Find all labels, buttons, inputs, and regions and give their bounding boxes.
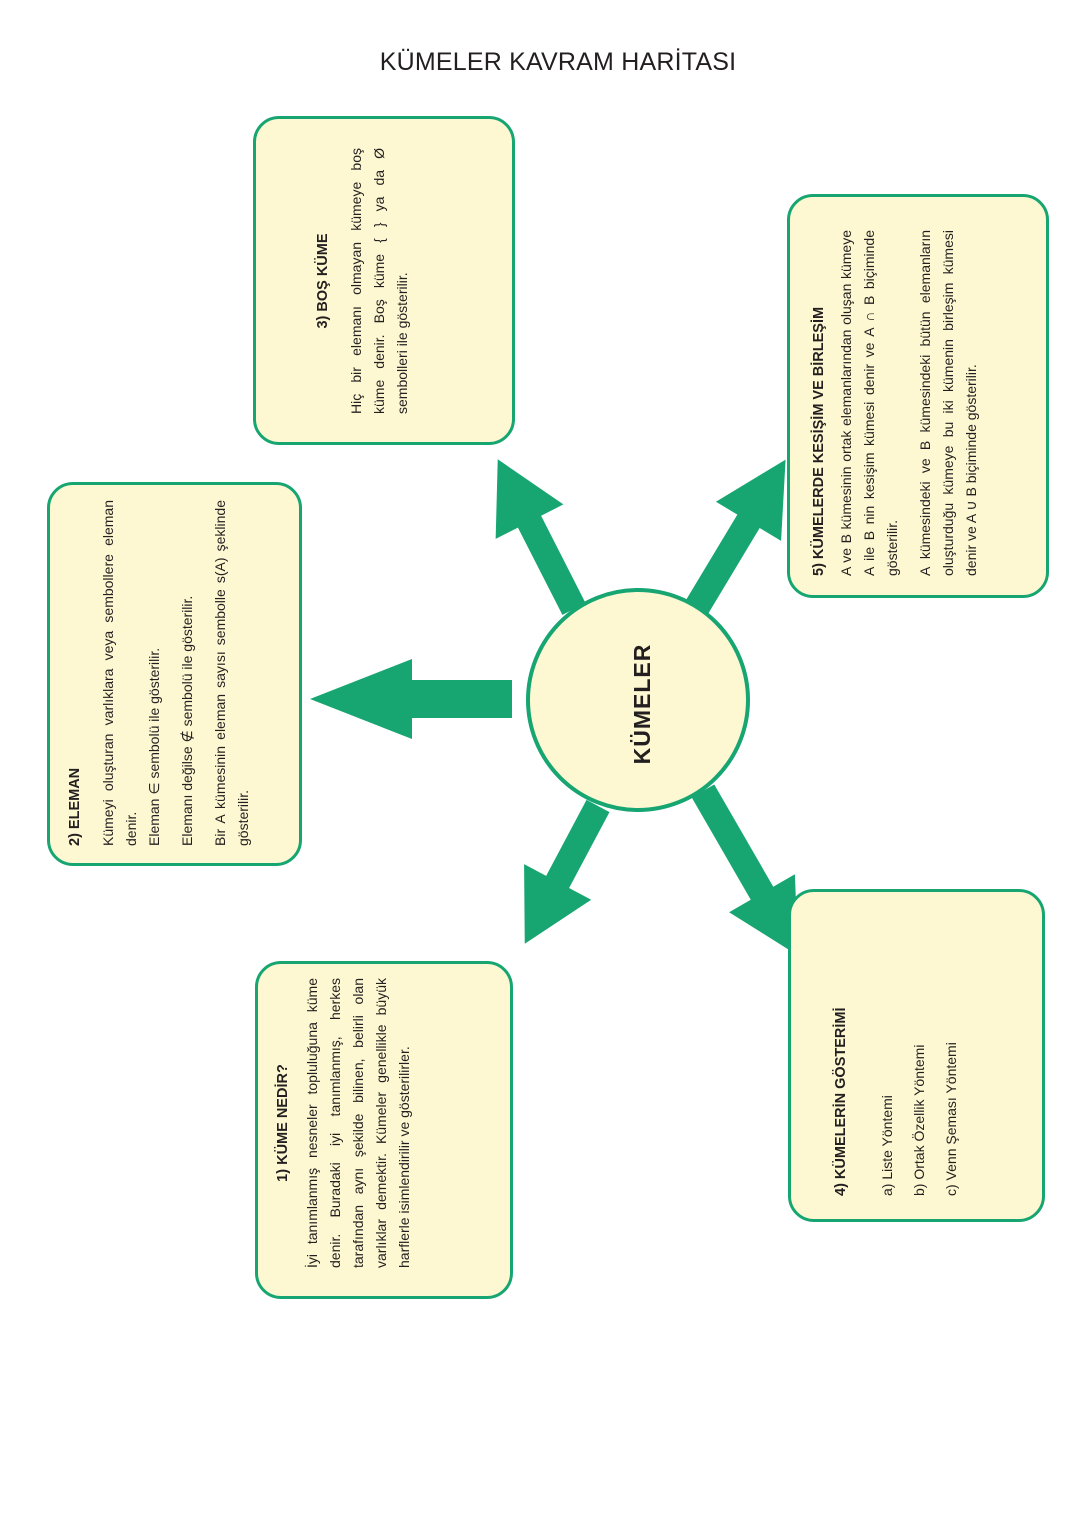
arrow-to-gosterim <box>691 784 798 956</box>
bos-kume-heading: 3) BOŞ KÜME <box>315 233 331 329</box>
box-eleman <box>47 482 302 866</box>
center-circle <box>526 588 750 812</box>
bos-kume-text: Hiç bir elemanı olmayan kümeye boş küme … <box>348 148 410 414</box>
box-eleman-content: 2) ELEMAN Kümeyi oluşturan varlıklara ve… <box>64 500 255 846</box>
page-title: KÜMELER KAVRAM HARİTASI <box>379 48 737 76</box>
kesisim-text-2: A kümesindeki ve B kümesindeki bütün ele… <box>917 230 979 576</box>
eleman-text-2: Eleman ∈ sembolü ile gösterilir. <box>146 647 162 846</box>
kume-nedir-text: İyi tanımlanmış nesneler topluluğuna küm… <box>304 978 412 1268</box>
kesisim-text-1: A ve B kümesinin ortak elemanlarından ol… <box>838 230 900 576</box>
box-gosterim-content: 4) KÜMELERİN GÖSTERİMİ a) Liste Yöntemi … <box>830 906 967 1196</box>
kume-nedir-heading: 1) KÜME NEDİR? <box>275 1064 291 1182</box>
eleman-text-1: Kümeyi oluşturan varlıklara veya semboll… <box>100 500 139 846</box>
kesisim-heading: 5) KÜMELERDE KESİŞİM VE BİRLEŞİM <box>811 306 827 576</box>
eleman-text-3: Elemanı değilse ∉ sembolü ile gösterilir… <box>179 595 195 846</box>
box-bos-kume <box>253 116 515 445</box>
gosterim-item-a: a) Liste Yöntemi <box>879 1095 895 1196</box>
box-gosterim <box>788 889 1045 1222</box>
gosterim-item-c: c) Venn Şeması Yöntemi <box>943 1042 959 1196</box>
box-kesisim-content: 5) KÜMELERDE KESİŞİM VE BİRLEŞİM A ve B … <box>808 230 983 576</box>
gosterim-item-b: b) Ortak Özellik Yöntemi <box>911 1044 927 1196</box>
arrow-to-kesisim <box>685 459 786 614</box>
box-bos-kume-content: 3) BOŞ KÜME Hiç bir elemanı olmayan küme… <box>312 148 414 414</box>
eleman-text-4: Bir A kümesinin eleman sayısı sembolle s… <box>212 500 251 846</box>
arrow-to-kumenedir <box>524 799 610 944</box>
arrow-to-boskume <box>495 459 586 615</box>
gosterim-heading: 4) KÜMELERİN GÖSTERİMİ <box>833 1007 849 1196</box>
box-kume-nedir <box>255 961 513 1299</box>
eleman-heading: 2) ELEMAN <box>67 767 83 846</box>
center-label: KÜMELER <box>629 643 655 765</box>
box-kume-nedir-content: 1) KÜME NEDİR? İyi tanımlanmış nesneler … <box>272 978 416 1268</box>
arrow-to-eleman <box>310 659 512 739</box>
box-kesisim <box>787 194 1049 598</box>
